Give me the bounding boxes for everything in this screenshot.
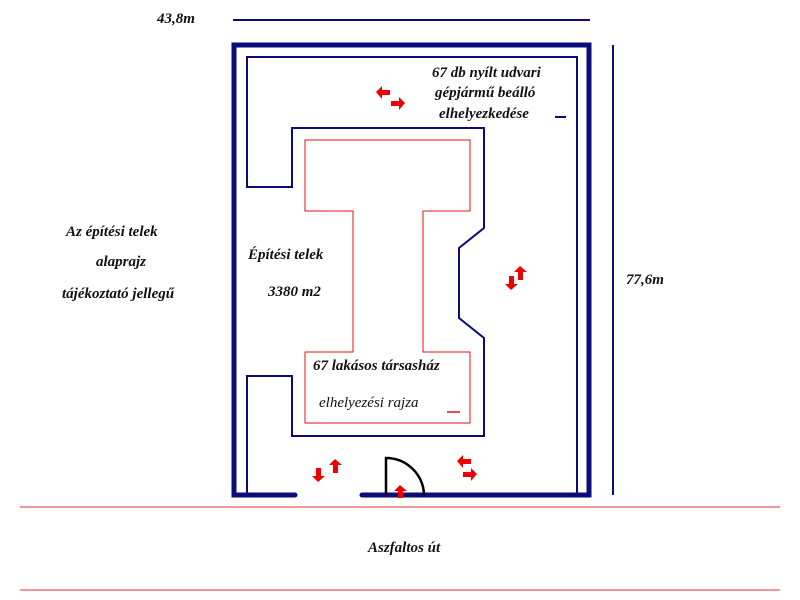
arrow-left-icon [457,455,471,468]
arrow-down-icon [312,468,325,482]
caption-line-1: Az építési telek [66,224,158,240]
width-label: 43,8m [157,11,195,27]
road-label: Aszfaltos út [368,540,441,556]
arrow-up-icon [394,485,407,498]
arrow-up-icon [514,266,527,280]
plot-label: Építési telek [248,247,324,263]
arrow-right-icon [391,97,405,110]
building-line-1: 67 lakásos társasház [313,358,440,374]
arrow-down-icon [505,276,518,290]
arrow-right-icon [463,468,477,481]
caption-line-3: tájékoztató jellegű [62,286,175,302]
arrow-up-icon [329,459,342,473]
plot-area: 3380 m2 [268,284,321,300]
arrow-left-icon [376,86,390,99]
inner-boundary [246,56,578,493]
traffic-arrows [312,86,527,498]
outer-fence [231,42,592,498]
gate-door [384,456,426,496]
parking-line-1: 67 db nyílt udvari [432,65,541,81]
parking-line-3: elhelyezkedése [439,106,529,122]
caption-line-2: alaprajz [96,254,147,270]
building-line-2: elhelyezési rajza [319,395,419,411]
building-outline [304,139,471,424]
height-label: 77,6m [626,272,664,288]
parking-line-2: gépjármű beálló [435,85,536,101]
